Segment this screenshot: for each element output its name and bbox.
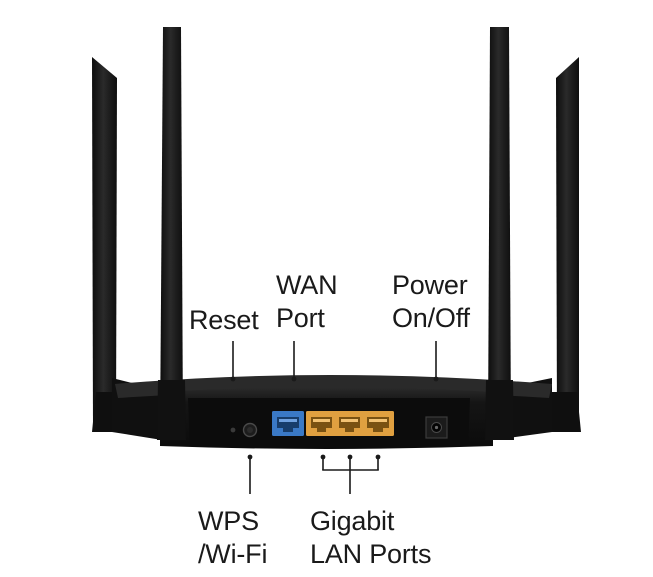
wps-wifi-button[interactable]	[242, 422, 258, 438]
callout-line-reset	[230, 341, 236, 382]
callout-line-wan	[291, 341, 297, 382]
antenna-right-outer	[549, 57, 581, 432]
reset-pinhole[interactable]	[230, 427, 236, 433]
label-reset: Reset	[189, 304, 259, 337]
label-reset-text: Reset	[189, 305, 259, 335]
label-power: Power On/Off	[392, 269, 470, 335]
lan-port-3[interactable]	[362, 411, 394, 436]
antenna-right-inner	[485, 27, 514, 440]
lan-port-1[interactable]	[306, 411, 337, 436]
callout-line-wps	[247, 454, 253, 494]
label-power-line1: Power	[392, 270, 468, 300]
label-wan-line1: WAN	[276, 270, 338, 300]
label-wps-line1: WPS	[198, 506, 259, 536]
label-wps-wifi: WPS /Wi-Fi	[198, 505, 267, 571]
label-wps-line2: /Wi-Fi	[198, 539, 268, 569]
callout-bracket-lan	[320, 454, 381, 494]
label-lan-ports: Gigabit LAN Ports	[310, 505, 431, 571]
label-power-line2: On/Off	[392, 303, 470, 333]
antenna-left-inner	[157, 27, 186, 440]
label-wan-line2: Port	[276, 303, 325, 333]
callout-line-power	[433, 341, 439, 382]
label-lan-line1: Gigabit	[310, 506, 395, 536]
power-jack[interactable]	[425, 416, 448, 439]
label-lan-line2: LAN Ports	[310, 539, 432, 569]
antenna-left-outer	[92, 57, 124, 432]
label-wan-port: WAN Port	[276, 269, 338, 335]
wan-port[interactable]	[272, 411, 304, 436]
lan-port-2[interactable]	[334, 411, 365, 436]
